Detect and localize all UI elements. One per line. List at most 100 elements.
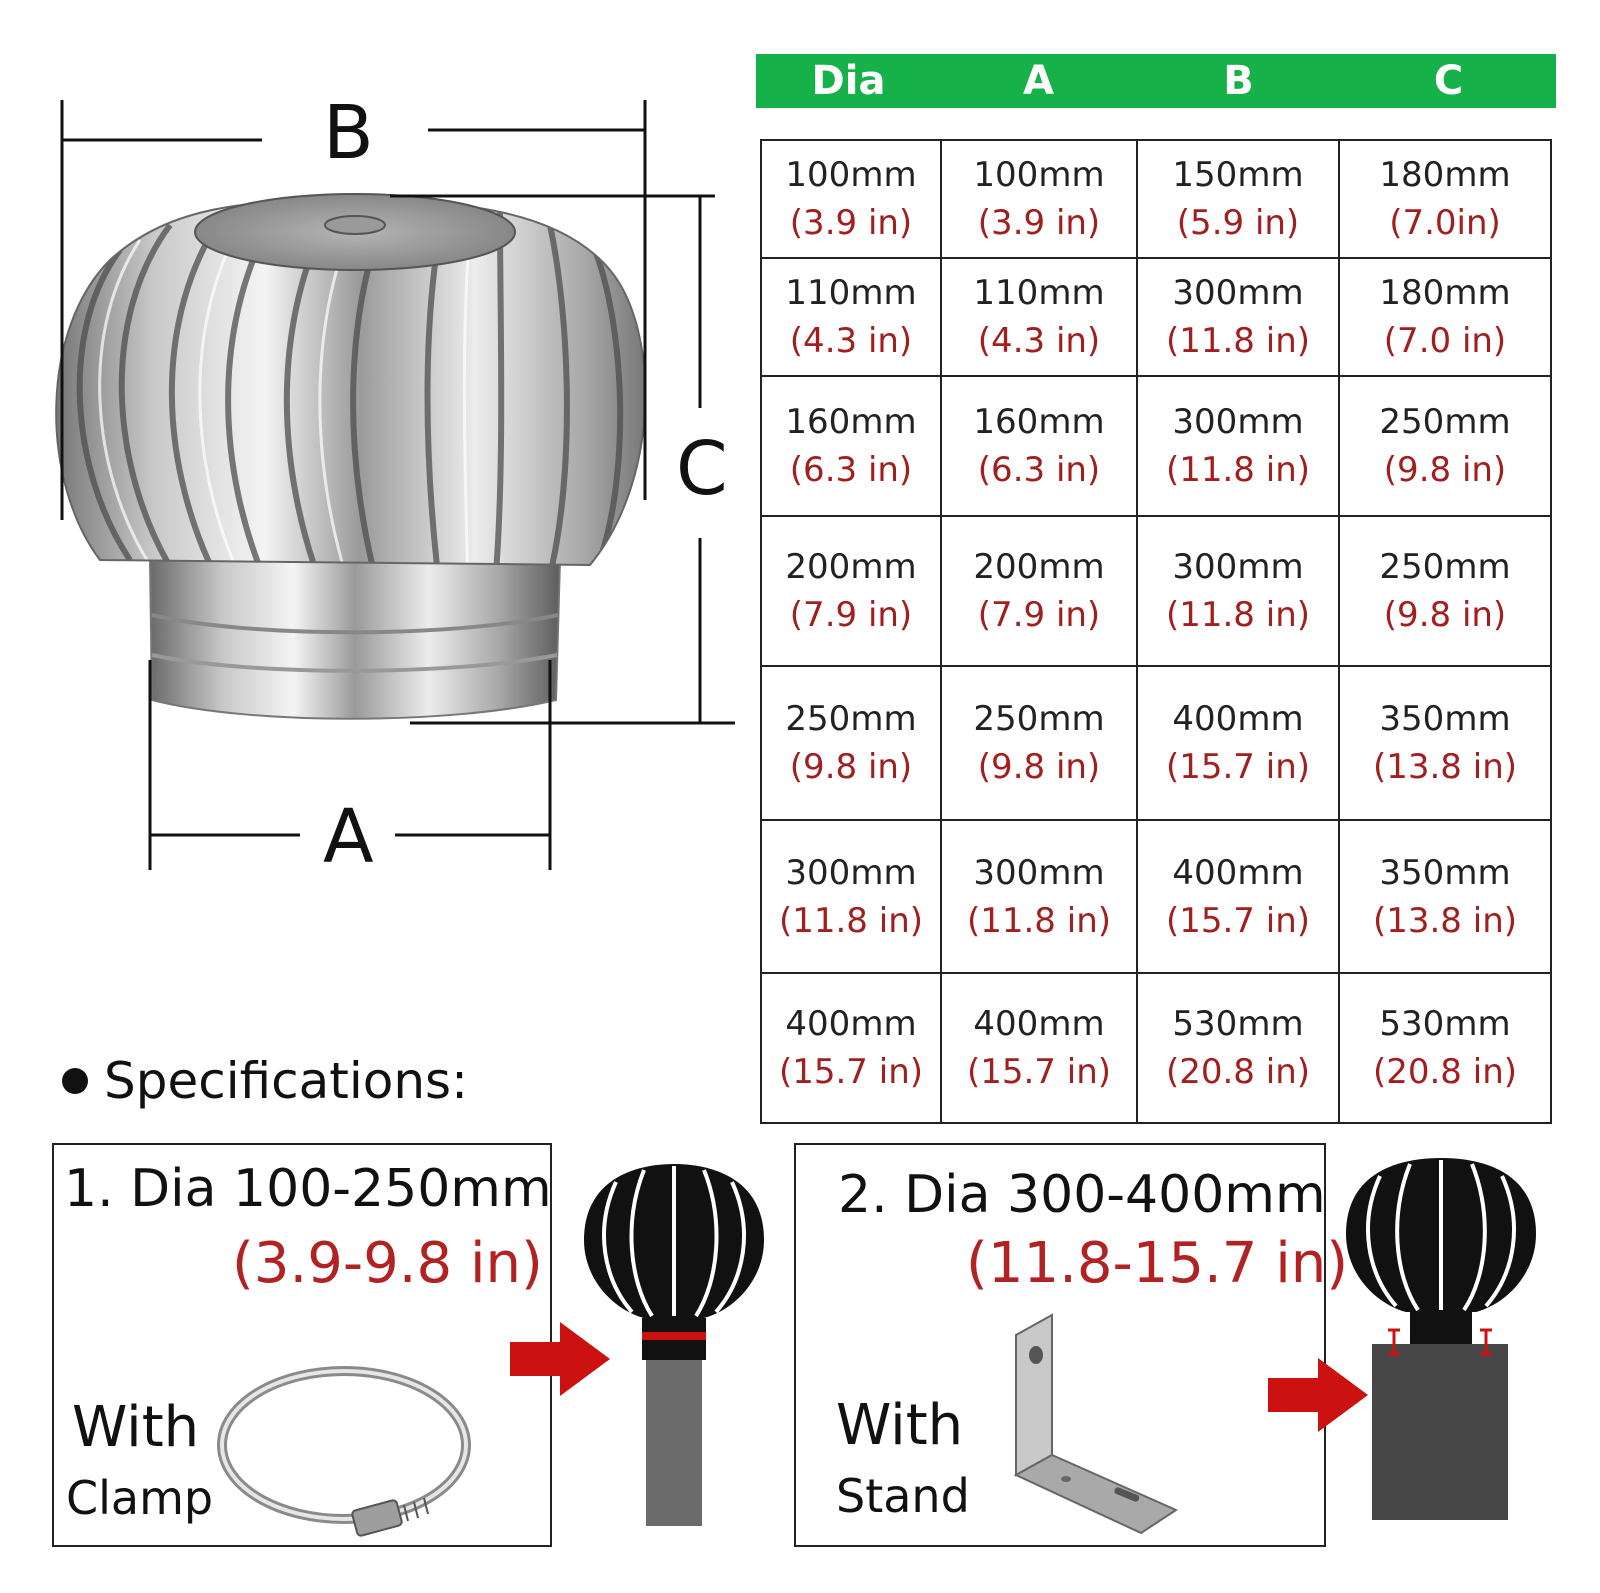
table-row: 300mm(11.8 in)300mm(11.8 in)400mm(15.7 i… [760, 819, 1552, 975]
size-inch-value: (9.8 in) [977, 746, 1101, 787]
turbine-vent-illustration [55, 100, 735, 870]
table-cell-a: 160mm(6.3 in) [940, 375, 1138, 517]
size-table-header: Dia A B C [756, 54, 1556, 108]
dimension-label-b: B [323, 90, 374, 176]
size-mm-value: 250mm [973, 698, 1105, 739]
specifications-heading: Specifications: [62, 1046, 468, 1116]
table-cell-a: 100mm(3.9 in) [940, 139, 1138, 259]
spec-option-1: 1. Dia 100-250mm (3.9-9.8 in) With Clamp [52, 1143, 552, 1547]
table-cell-c: 180mm (7.0 in) [1338, 256, 1552, 378]
table-cell-c: 350mm(13.8 in) [1338, 819, 1552, 975]
header-dia: Dia [811, 58, 886, 104]
size-mm-value: 150mm [1172, 154, 1304, 195]
arrow-right-icon [1268, 1358, 1368, 1432]
size-inch-value: (15.7 in) [1165, 746, 1311, 787]
size-mm-value: 400mm [785, 1004, 917, 1045]
option-2-title: 2. Dia 300-400mm [838, 1165, 1326, 1225]
size-mm-value: 100mm [785, 154, 917, 195]
option-2-inch-range: (11.8-15.7 in) [966, 1231, 1349, 1296]
table-cell-b: 150mm(5.9 in) [1136, 139, 1340, 259]
size-inch-value: (7.0in) [1389, 202, 1501, 243]
dimension-label-a: A [323, 794, 374, 880]
size-inch-value: (3.9 in) [977, 202, 1101, 243]
size-mm-value: 300mm [1172, 546, 1304, 587]
size-inch-value: (7.9 in) [789, 594, 913, 635]
size-mm-value: 180mm [1379, 273, 1511, 314]
table-cell-b: 530mm (20.8 in) [1136, 972, 1340, 1124]
size-inch-value: (20.8 in) [1165, 1052, 1311, 1093]
option-1-with-label: With [72, 1395, 200, 1460]
size-mm-value: 110mm [785, 273, 917, 314]
table-cell-a: 400mm(15.7 in) [940, 972, 1138, 1124]
turbine-on-stand-icon [1346, 1158, 1536, 1520]
size-mm-value: 110mm [973, 273, 1105, 314]
table-cell-b: 400mm (15.7 in) [1136, 664, 1340, 822]
table-row: 250mm (9.8 in) 250mm (9.8 in) 400mm (15.7 in)… [760, 664, 1552, 822]
spec-option-2: 2. Dia 300-400mm (11.8-15.7 in) With Sta… [794, 1143, 1348, 1547]
hose-clamp-icon [217, 1366, 471, 1537]
option-1-item-label: Clamp [66, 1471, 214, 1525]
turbine-on-pipe-icon [584, 1164, 764, 1526]
table-cell-b: 300mm(11.8 in) [1136, 256, 1340, 378]
table-cell-c: 180mm (7.0in) [1338, 139, 1552, 259]
size-mm-value: 300mm [1172, 273, 1304, 314]
size-mm-value: 530mm [1172, 1004, 1304, 1045]
table-cell-a: 110mm (4.3 in) [940, 256, 1138, 378]
table-cell-dia: 250mm (9.8 in) [760, 664, 942, 822]
size-inch-value: (11.8 in) [1165, 450, 1311, 491]
table-cell-c: 250mm (9.8 in) [1338, 375, 1552, 517]
table-cell-c: 530mm(20.8 in) [1338, 972, 1552, 1124]
table-cell-dia: 160mm (6.3 in) [760, 375, 942, 517]
table-cell-b: 300mm(11.8 in) [1136, 514, 1340, 667]
table-row: 100mm(3.9 in)100mm(3.9 in)150mm(5.9 in)1… [760, 139, 1552, 259]
arrow-right-icon [510, 1322, 610, 1396]
size-mm-value: 250mm [1379, 402, 1511, 443]
size-inch-value: (9.8 in) [789, 746, 913, 787]
size-mm-value: 400mm [1172, 698, 1304, 739]
table-cell-a: 300mm (11.8 in) [940, 819, 1138, 975]
size-inch-value: (4.3 in) [789, 321, 913, 362]
table-cell-b: 300mm(11.8 in) [1136, 375, 1340, 517]
option-2-with-label: With [836, 1393, 964, 1458]
specifications-heading-text: Specifications: [104, 1052, 468, 1110]
size-inch-value: (9.8 in) [1383, 450, 1507, 491]
size-mm-value: 160mm [973, 402, 1105, 443]
size-mm-value: 400mm [1172, 852, 1304, 893]
size-inch-value: (7.9 in) [977, 594, 1101, 635]
table-cell-b: 400mm (15.7 in) [1136, 819, 1340, 975]
size-mm-value: 200mm [973, 546, 1105, 587]
turbine-dimension-diagram: B C A [0, 0, 760, 900]
size-inch-value: (15.7 in) [966, 1052, 1112, 1093]
bullet-icon [62, 1068, 88, 1094]
size-mm-value: 350mm [1379, 698, 1511, 739]
table-cell-dia: 400mm (15.7 in) [760, 972, 942, 1124]
size-mm-value: 350mm [1379, 852, 1511, 893]
size-inch-value: (3.9 in) [789, 202, 913, 243]
size-inch-value: (9.8 in) [1383, 594, 1507, 635]
size-mm-value: 180mm [1379, 154, 1511, 195]
header-b: B [1223, 58, 1254, 104]
size-table: 100mm(3.9 in)100mm(3.9 in)150mm(5.9 in)1… [760, 139, 1552, 1124]
option-2-item-label: Stand [836, 1469, 970, 1523]
table-cell-c: 250mm (9.8 in) [1338, 514, 1552, 667]
size-inch-value: (15.7 in) [1165, 900, 1311, 941]
size-inch-value: (7.0 in) [1383, 321, 1507, 362]
size-inch-value: (15.7 in) [778, 1052, 924, 1093]
size-mm-value: 160mm [785, 402, 917, 443]
size-mm-value: 530mm [1379, 1004, 1511, 1045]
table-cell-a: 200mm (7.9 in) [940, 514, 1138, 667]
dimension-label-c: C [676, 426, 728, 512]
table-row: 110mm (4.3 in) 110mm (4.3 in) 300mm(11.8 in)… [760, 256, 1552, 378]
table-row: 200mm(7.9 in)200mm(7.9 in)300mm(11.8 in)… [760, 514, 1552, 667]
table-row: 400mm(15.7 in)400mm(15.7 in)530mm(20.8 i… [760, 972, 1552, 1124]
table-cell-c: 350mm(13.8 in) [1338, 664, 1552, 822]
size-inch-value: (4.3 in) [977, 321, 1101, 362]
size-mm-value: 250mm [1379, 546, 1511, 587]
size-mm-value: 250mm [785, 698, 917, 739]
l-bracket-stand-icon [1013, 1313, 1179, 1535]
size-mm-value: 300mm [973, 852, 1105, 893]
size-inch-value: (11.8 in) [966, 900, 1112, 941]
table-row: 160mm(6.3 in)160mm(6.3 in)300mm(11.8 in)… [760, 375, 1552, 517]
table-cell-a: 250mm (9.8 in) [940, 664, 1138, 822]
size-inch-value: (6.3 in) [789, 450, 913, 491]
